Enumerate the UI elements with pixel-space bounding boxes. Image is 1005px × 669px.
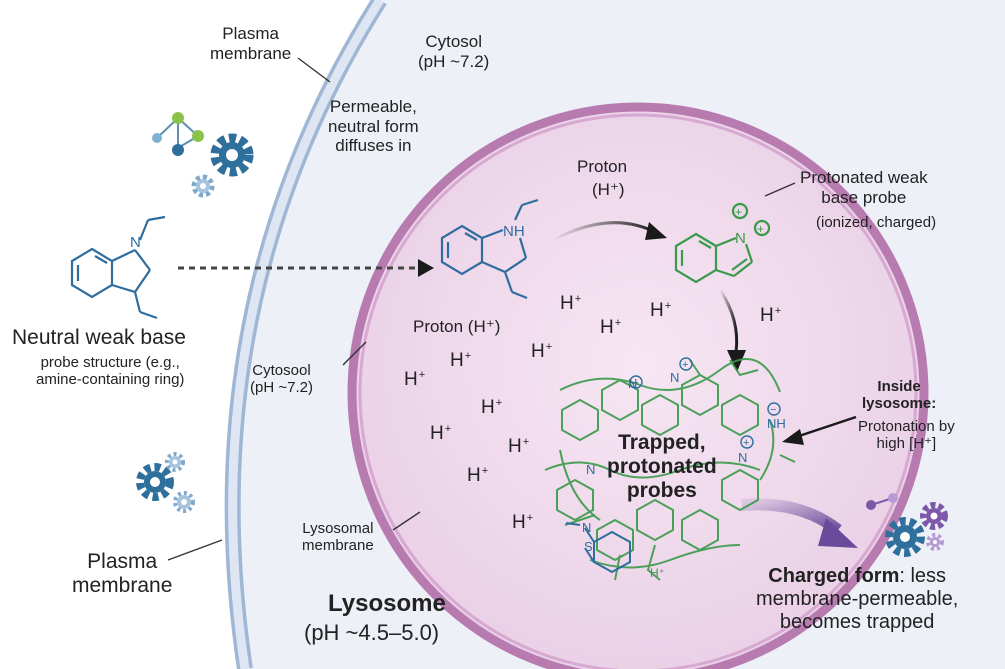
proton-ion: H+ [508, 436, 530, 457]
trapped-probe-cluster [544, 358, 796, 581]
proton-ion: H+ [531, 341, 553, 362]
cluster-s-atom: S [584, 539, 593, 554]
leader-line [342, 341, 367, 366]
gear-icon [926, 533, 944, 551]
diffusion-arrow-head [418, 259, 434, 277]
cluster-n-atom: N [738, 450, 747, 465]
trapped-probes-label: Trapped, protonated probes [607, 431, 717, 503]
leader-line [297, 57, 331, 83]
neutral-n-atom: N [130, 234, 141, 251]
protonated-probe-title: Protonated weak base probe [800, 168, 928, 207]
minus-charge-ring [629, 375, 643, 389]
charged-form-label: Charged form: less membrane-permeable, b… [756, 565, 958, 634]
proton-ion: H+ [512, 512, 534, 533]
network-node-icon [866, 493, 898, 510]
proton-label-inside: Proton (H⁺) [413, 317, 501, 336]
gear-icon [885, 517, 925, 557]
proton-ion: H+ [560, 293, 582, 314]
proton-ion: H+ [481, 397, 503, 418]
gear-icon [165, 452, 185, 472]
cluster-nh-atom: NH [767, 416, 786, 431]
gear-icon [173, 491, 195, 513]
charged-form-bold: Charged form [768, 565, 900, 587]
gear-icon [191, 174, 215, 198]
plasma-membrane-label-bottom: Plasma membrane [72, 550, 173, 598]
inside-lysosome-desc: Protonation by high [H⁺] [858, 418, 955, 453]
plus-charge-ring [679, 357, 693, 371]
proton-label-top: Proton [577, 157, 628, 176]
gear-icon [210, 133, 254, 177]
proton-ion: H+ [450, 350, 472, 371]
lysosomal-membrane-label: Lysosomal membrane [302, 520, 374, 555]
plasma-membrane-label-top: Plasma membrane [210, 24, 292, 63]
protonated-n-atom: N [735, 230, 746, 247]
plasma-membrane-inner [228, 0, 384, 669]
proton-ion: H+ [760, 305, 782, 326]
protonated-probe-molecule [674, 202, 771, 284]
trapped-probe-blue-ring [565, 522, 631, 574]
plus-charge: + [757, 222, 764, 236]
lysosome-title: Lysosome [328, 590, 446, 617]
neutral-weak-base-title: Neutral weak base [12, 326, 186, 349]
proton-ion: H+ [650, 300, 672, 321]
inside-arrow-head [782, 429, 804, 445]
charged-form-arrow-head [818, 518, 858, 548]
lysosome-ph: (pH ~4.5–5.0) [304, 620, 440, 645]
plus-charge-ring [740, 435, 754, 449]
gear-icon [920, 502, 948, 530]
cluster-n-atom: N [586, 462, 595, 477]
leader-line [392, 511, 421, 531]
proton-ion: H+ [404, 369, 426, 390]
proton-symbol-top: (H⁺) [592, 180, 625, 199]
protonated-probe-desc: (ionized, charged) [816, 214, 937, 231]
trapping-arrow [718, 289, 739, 353]
inside-arrow [795, 415, 857, 439]
minus-charge: − [770, 404, 776, 416]
entering-probe-molecule [440, 198, 539, 300]
cluster-h-ion: H⁺ [650, 566, 665, 580]
inside-lysosome-title: Inside lysosome: [862, 378, 937, 413]
cluster-n-atom: N [670, 370, 679, 385]
cluster-n-atom: N [582, 520, 591, 535]
gear-icon [136, 463, 174, 501]
neutral-weak-base-desc: probe structure (e.g., amine-containing … [36, 354, 185, 389]
leader-line [167, 539, 223, 561]
minus-charge-ring [767, 402, 781, 416]
network-node-icon [152, 112, 204, 156]
charged-form-rest: : less membrane-permeable, becomes trapp… [756, 565, 959, 633]
protonation-arrow-head [645, 222, 667, 240]
proton-ion: H+ [600, 317, 622, 338]
neutral-probe-molecule [70, 215, 166, 320]
lysosomal-membrane-inner [358, 113, 918, 669]
cytosool-label: Cytosool (pH ~7.2) [250, 362, 313, 397]
protonation-arrow [552, 221, 656, 242]
proton-ion: H+ [467, 465, 489, 486]
proton-ion: H+ [430, 423, 452, 444]
cytosol-label-top: Cytosol (pH ~7.2) [418, 32, 490, 71]
plus-charge: + [735, 205, 742, 219]
plus-charge: + [743, 437, 749, 449]
leader-line [764, 182, 796, 197]
entering-nh-atom: NH [503, 223, 525, 240]
cluster-n-atom: N [628, 376, 637, 391]
minus-charge: − [632, 377, 638, 389]
permeable-label: Permeable, neutral form diffuses in [328, 97, 419, 156]
plus-charge: + [682, 359, 688, 371]
